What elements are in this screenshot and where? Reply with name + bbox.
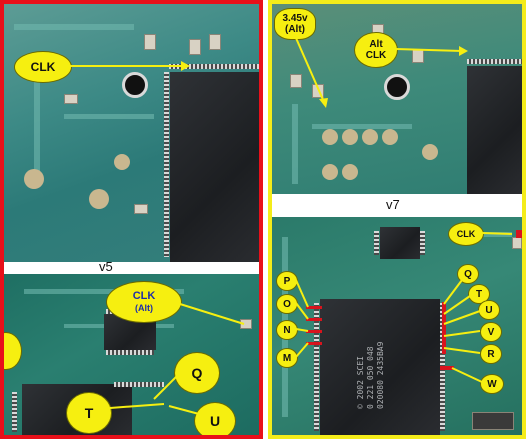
callout-clk: CLK bbox=[448, 222, 484, 246]
callout-v: V bbox=[480, 322, 502, 342]
smd-component bbox=[312, 84, 324, 98]
callout-t: T bbox=[66, 392, 112, 434]
chip-text-line1: © 2002 SCEI bbox=[356, 356, 365, 409]
v7-divider-strip bbox=[272, 194, 522, 217]
marker-m bbox=[306, 342, 322, 345]
solder-pad bbox=[342, 164, 358, 180]
callout-o: O bbox=[276, 294, 298, 314]
callout-voltage-line1: 3.45v bbox=[282, 13, 308, 24]
solder-pad bbox=[422, 144, 438, 160]
v5-main-chip bbox=[170, 72, 259, 262]
pcb-trace bbox=[312, 124, 412, 129]
via-hole bbox=[122, 72, 148, 98]
v7-main-chip-top bbox=[467, 66, 522, 194]
callout-q: Q bbox=[457, 264, 479, 284]
chip-text-line2: 0 221 050 048 bbox=[366, 346, 375, 409]
pcb-trace bbox=[34, 64, 40, 184]
v7-small-chip bbox=[380, 227, 420, 259]
via-hole bbox=[384, 74, 410, 100]
smd-component bbox=[144, 34, 156, 50]
chip-pins bbox=[374, 231, 379, 255]
callout-clk-alt-line2: (Alt) bbox=[135, 303, 153, 313]
callout-r: R bbox=[480, 344, 502, 364]
marker-w bbox=[440, 366, 454, 370]
v7-board-photo-top bbox=[272, 4, 522, 194]
solder-pad bbox=[114, 154, 130, 170]
solder-pad bbox=[362, 129, 378, 145]
smd-component bbox=[290, 74, 302, 88]
callout-clk-alt: CLK (Alt) bbox=[106, 281, 182, 323]
solder-pad bbox=[24, 169, 44, 189]
chip-pins bbox=[467, 59, 522, 64]
chip-pins bbox=[114, 382, 164, 387]
callout-m: M bbox=[276, 348, 298, 368]
marker-clk bbox=[516, 230, 522, 238]
smd-component bbox=[189, 39, 201, 55]
v5-version-label: v5 bbox=[99, 259, 113, 274]
chip-pins bbox=[314, 303, 319, 431]
marker-o bbox=[306, 318, 322, 321]
v5-board-photo-top bbox=[4, 4, 259, 262]
solder-pad bbox=[89, 189, 109, 209]
v5-panel: v5 CLK CLK (Alt) Q T U bbox=[0, 0, 263, 439]
callout-n: N bbox=[276, 320, 298, 340]
callout-alt-clk-line1: Alt bbox=[369, 39, 383, 50]
callout-voltage-alt: 3.45v (Alt) bbox=[274, 8, 316, 40]
chip-text-line3: 020080 2435BA9 bbox=[376, 341, 385, 409]
callout-w: W bbox=[480, 374, 504, 394]
v7-board-photo-bottom: © 2002 SCEI 0 221 050 048 020080 2435BA9 bbox=[272, 217, 522, 435]
pcb-trace bbox=[64, 114, 154, 119]
solder-pad bbox=[322, 164, 338, 180]
callout-clk: CLK bbox=[14, 51, 72, 83]
pcb-trace bbox=[292, 104, 298, 184]
solder-pad bbox=[382, 129, 398, 145]
callout-q: Q bbox=[174, 352, 220, 394]
v5-divider-strip bbox=[4, 262, 259, 274]
chip-pins bbox=[106, 350, 154, 355]
v7-main-chip: © 2002 SCEI 0 221 050 048 020080 2435BA9 bbox=[320, 299, 440, 435]
solder-pad bbox=[342, 129, 358, 145]
callout-p: P bbox=[276, 271, 298, 291]
smd-component bbox=[412, 49, 424, 63]
pcb-trace bbox=[24, 289, 184, 294]
callout-alt-clk: Alt CLK bbox=[354, 32, 398, 68]
smd-component bbox=[134, 204, 148, 214]
chip-pins bbox=[12, 392, 17, 432]
callout-alt-clk-line2: CLK bbox=[365, 50, 387, 61]
connector bbox=[472, 412, 514, 430]
smd-component bbox=[209, 34, 221, 50]
marker-p bbox=[306, 306, 322, 309]
chip-pins bbox=[164, 72, 169, 257]
marker-right-pins bbox=[442, 302, 446, 354]
v7-panel: v7 © 2002 SCEI 0 221 050 048 020080 2435… bbox=[268, 0, 526, 439]
pcb-trace bbox=[14, 24, 134, 30]
chip-pins bbox=[420, 231, 425, 255]
callout-voltage-line2: (Alt) bbox=[285, 24, 305, 35]
smd-component bbox=[512, 237, 522, 249]
smd-component bbox=[64, 94, 78, 104]
callout-clk-alt-line1: CLK bbox=[132, 290, 156, 302]
callout-u: U bbox=[478, 300, 500, 320]
solder-pad bbox=[322, 129, 338, 145]
marker-n bbox=[306, 330, 322, 333]
callout-u: U bbox=[194, 402, 236, 435]
chip-text-block: © 2002 SCEI 0 221 050 048 020080 2435BA9 bbox=[356, 342, 386, 409]
v7-version-label: v7 bbox=[386, 197, 400, 212]
chip-pins bbox=[169, 64, 259, 69]
smd-component bbox=[240, 319, 252, 329]
